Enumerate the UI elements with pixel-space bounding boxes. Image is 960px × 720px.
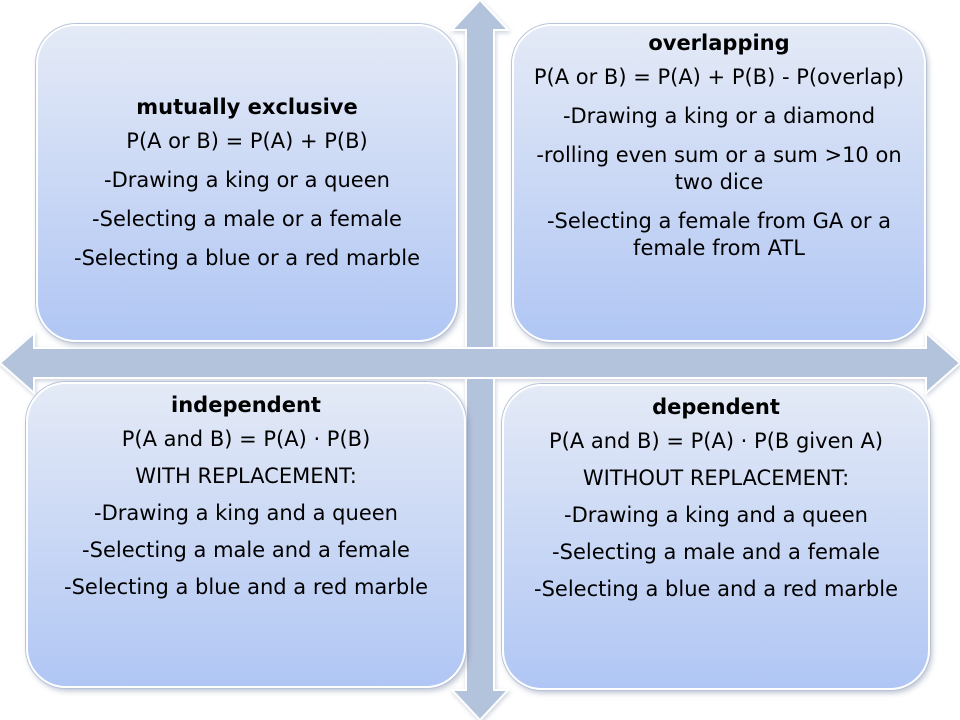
horizontal-double-arrow bbox=[0, 330, 960, 396]
formula-line: P(A and B) = P(A) · P(B given A) bbox=[548, 429, 884, 453]
quadrant-title: independent bbox=[171, 393, 321, 417]
example-line: -Drawing a king and a queen bbox=[564, 503, 868, 527]
example-line: -Selecting a female from GA or a female … bbox=[546, 209, 891, 260]
example-line: -Selecting a male and a female bbox=[82, 538, 410, 562]
quadrant-title: mutually exclusive bbox=[136, 95, 358, 119]
quadrant-independent: independent P(A and B) = P(A) · P(B) WIT… bbox=[26, 382, 466, 688]
formula-line: P(A or B) = P(A) + P(B) - P(overlap) bbox=[533, 65, 905, 89]
formula-line: P(A and B) = P(A) · P(B) bbox=[121, 427, 371, 451]
quadrant-mutually-exclusive: mutually exclusive P(A or B) = P(A) + P(… bbox=[36, 24, 458, 342]
condition-line: WITH REPLACEMENT: bbox=[135, 464, 357, 488]
example-line: -rolling even sum or a sum >10 on two di… bbox=[536, 143, 902, 194]
quadrant-title: dependent bbox=[652, 395, 780, 419]
example-line: -Selecting a male or a female bbox=[92, 207, 402, 231]
quadrant-title: overlapping bbox=[648, 31, 790, 55]
example-line: -Selecting a blue and a red marble bbox=[64, 575, 428, 599]
formula-line: P(A or B) = P(A) + P(B) bbox=[126, 129, 368, 153]
quadrant-dependent: dependent P(A and B) = P(A) · P(B given … bbox=[502, 384, 930, 690]
example-line: -Selecting a blue or a red marble bbox=[74, 246, 420, 270]
quadrant-overlapping: overlapping P(A or B) = P(A) + P(B) - P(… bbox=[512, 24, 926, 342]
example-line: -Selecting a male and a female bbox=[552, 540, 880, 564]
example-line: -Selecting a blue and a red marble bbox=[534, 577, 898, 601]
example-line: -Drawing a king or a queen bbox=[104, 168, 390, 192]
condition-line: WITHOUT REPLACEMENT: bbox=[582, 466, 850, 490]
example-line: -Drawing a king or a diamond bbox=[562, 104, 876, 128]
example-line: -Drawing a king and a queen bbox=[94, 501, 398, 525]
